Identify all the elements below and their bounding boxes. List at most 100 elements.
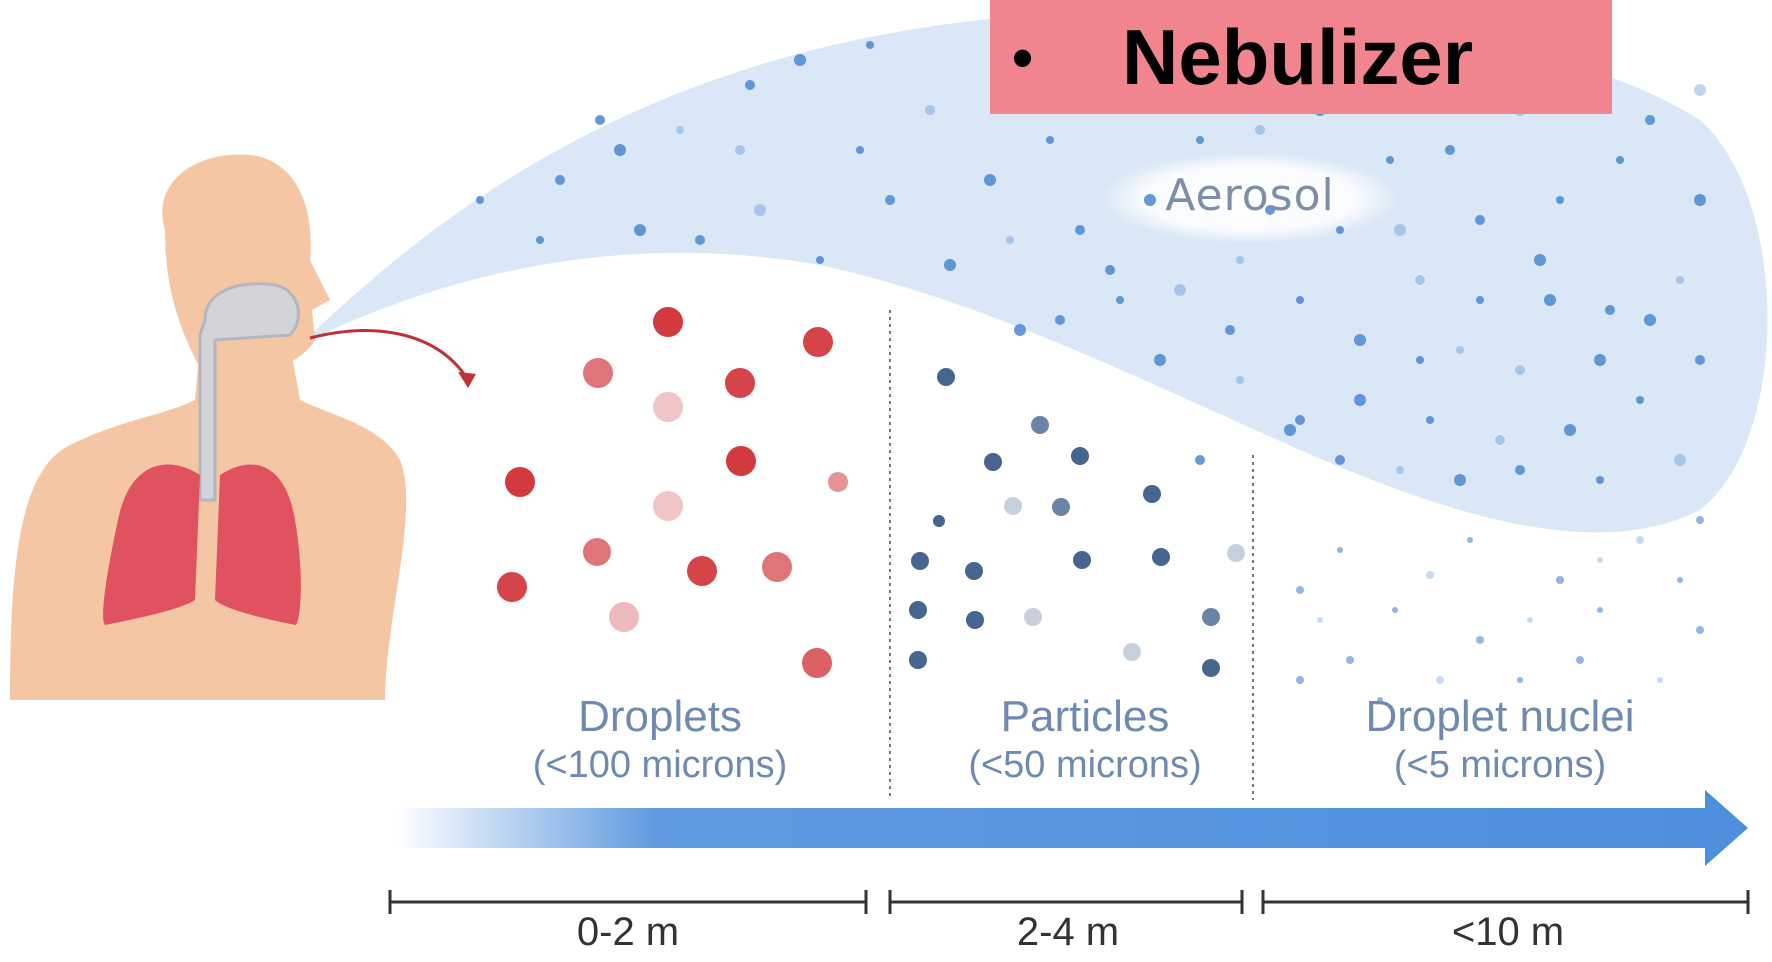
aerosol-dot — [866, 41, 874, 49]
nuclei-dot — [1426, 571, 1434, 579]
aerosol-dot — [1195, 455, 1205, 465]
particle-dot — [1031, 416, 1049, 434]
aerosol-label: Aerosol — [1165, 170, 1335, 221]
particle-dot — [1227, 544, 1245, 562]
particle-dot — [1202, 608, 1220, 626]
aerosol-dot — [1456, 346, 1464, 354]
nuclei-dot — [1527, 617, 1533, 623]
distance-arrow-shaft — [395, 808, 1710, 848]
aerosol-dot — [1476, 296, 1484, 304]
particle-dot — [984, 453, 1002, 471]
particle-dot — [1071, 447, 1089, 465]
exhale-arrow — [309, 329, 470, 381]
droplet-dot — [505, 467, 535, 497]
category-name: Droplet nuclei — [1365, 692, 1635, 741]
nuclei-dot — [1476, 636, 1484, 644]
aerosol-dot — [1454, 474, 1466, 486]
droplet-dot — [802, 648, 832, 678]
aerosol-dot — [1556, 196, 1564, 204]
particle-dots — [909, 368, 1245, 677]
aerosol-dot — [1596, 476, 1604, 484]
nuclei-dot — [1677, 577, 1683, 583]
aerosol-dot — [925, 105, 935, 115]
aerosol-dot — [1006, 236, 1014, 244]
particle-dot — [911, 552, 929, 570]
aerosol-dot — [695, 235, 705, 245]
aerosol-dot — [1644, 314, 1656, 326]
lung-left — [103, 464, 200, 625]
nuclei-dot — [1467, 537, 1473, 543]
particle-dot — [965, 562, 983, 580]
aerosol-dot — [1426, 416, 1434, 424]
aerosol-dot — [1534, 254, 1546, 266]
aerosol-dot — [1445, 145, 1455, 155]
distance-scale — [388, 890, 1750, 914]
droplet-dot — [828, 472, 848, 492]
particle-dot — [1123, 643, 1141, 661]
nebulizer-banner: • Nebulizer — [990, 0, 1612, 114]
aerosol-dot — [984, 174, 996, 186]
aerosol-dot — [1616, 156, 1624, 164]
nuclei-dot — [1657, 677, 1663, 683]
droplet-dot — [762, 552, 792, 582]
droplet-dot — [653, 491, 683, 521]
aerosol-dot — [1515, 465, 1525, 475]
droplet-dot — [726, 446, 756, 476]
droplet-dot — [803, 327, 833, 357]
nuclei-dot — [1517, 677, 1523, 683]
aerosol-dot — [1645, 115, 1655, 125]
distance-label-2: 2-4 m — [1016, 910, 1120, 954]
nuclei-dot — [1346, 656, 1354, 664]
aerosol-dot — [816, 256, 824, 264]
particle-dot — [1152, 548, 1170, 566]
aerosol-dot — [856, 146, 864, 154]
particle-dot — [933, 515, 945, 527]
aerosol-dot — [1415, 275, 1425, 285]
aerosol-dot — [1075, 225, 1085, 235]
droplet-dot — [725, 368, 755, 398]
aerosol-dot — [1544, 294, 1556, 306]
nuclei-dot — [1337, 547, 1343, 553]
aerosol-dot — [1336, 226, 1344, 234]
aerosol-dot — [1284, 424, 1296, 436]
aerosol-dot — [1236, 376, 1244, 384]
aerosol-dot — [1236, 256, 1244, 264]
droplet-dots — [497, 307, 848, 678]
aerosol-dot — [1225, 325, 1235, 335]
aerosol-dot — [614, 144, 626, 156]
nuclei-dot — [1696, 516, 1704, 524]
aerosol-dot — [1416, 356, 1424, 364]
category-size: (<50 microns) — [968, 744, 1202, 786]
category-size: (<5 microns) — [1393, 744, 1607, 786]
aerosol-dot — [1386, 156, 1394, 164]
aerosol-dot — [1154, 354, 1166, 366]
category-name: Particles — [1000, 692, 1170, 741]
distance-label-3: <10 m — [1451, 910, 1565, 954]
aerosol-dot — [735, 145, 745, 155]
aerosol-dot — [595, 115, 605, 125]
particle-dot — [1073, 551, 1091, 569]
aerosol-dot — [1046, 136, 1054, 144]
aerosol-dot — [1144, 194, 1156, 206]
category-particles: Particles (<50 microns) — [945, 692, 1225, 787]
aerosol-dot — [555, 175, 565, 185]
nuclei-dot — [1636, 536, 1644, 544]
aerosol-dot — [1396, 466, 1404, 474]
aerosol-dot — [1495, 435, 1505, 445]
aerosol-dot — [1594, 354, 1606, 366]
aerosol-dot — [1394, 224, 1406, 236]
nuclei-dot — [1392, 607, 1398, 613]
aerosol-dot — [1605, 305, 1615, 315]
aerosol-dot — [1116, 296, 1124, 304]
nuclei-dot — [1377, 697, 1383, 703]
aerosol-dot — [1354, 394, 1366, 406]
aerosol-dot — [676, 126, 684, 134]
droplet-dot — [653, 392, 683, 422]
aerosol-dots — [476, 41, 1706, 486]
particle-dot — [966, 611, 984, 629]
category-droplet-nuclei: Droplet nuclei (<5 microns) — [1340, 692, 1660, 787]
person-illustration — [10, 154, 407, 700]
aerosol-dot — [1265, 205, 1275, 215]
aerosol-dot — [1636, 396, 1644, 404]
aerosol-dot — [634, 224, 646, 236]
